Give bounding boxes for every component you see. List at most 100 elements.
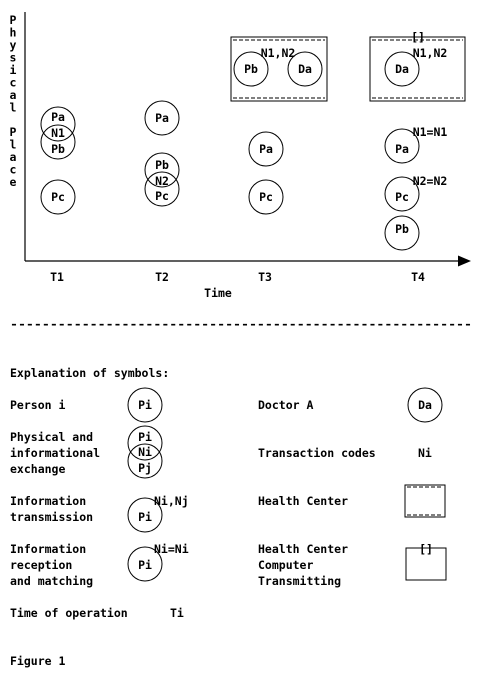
tick-t2: T2 [155,270,169,284]
column-t1: Pa N1 Pb Pc [40,106,76,215]
person-a-label: Pa [51,110,65,124]
person-a-label: Pa [395,142,409,156]
person-a-label: Pa [259,142,273,156]
person-b-label: Pb [395,222,409,236]
legend-transmission-circle [127,497,163,533]
person-a-circle [40,106,76,142]
x-axis-label: Time [204,286,232,300]
person-c-circle [144,171,180,207]
legend-exchange-label-2: informational [10,446,100,460]
tick-t4: T4 [411,270,425,284]
legend-doctor-symbol: Da [418,398,432,412]
doctor-a-circle [287,51,323,87]
legend-doctor-circle [407,387,443,423]
codes-label: N1,N2 [261,46,296,60]
person-c-label: Pc [395,190,409,204]
person-c-circle [248,179,284,215]
divider-line: ----------------------------------------… [10,317,472,331]
person-c-label: Pc [259,190,273,204]
tick-t3: T3 [258,270,272,284]
computer-mark: [] [411,30,425,44]
person-c-circle [384,176,420,212]
legend-hc-computer-box [405,547,447,581]
y-axis-label-char: e [10,175,17,189]
legend-reception-label-2: reception [10,558,72,572]
codes-label: N1,N2 [413,46,448,60]
person-b-label: Pb [51,142,65,156]
y-axis-label-char: l [10,138,17,152]
doctor-a-label: Da [298,62,312,76]
legend-doctor-label: Doctor A [258,398,313,412]
legend: Explanation of symbols: Person i Pi Doct… [10,366,447,620]
y-axis-label-char: c [10,163,17,177]
y-axis-label-char: P [10,13,17,27]
person-b-circle [384,215,420,251]
legend-exchange-bottom: Pj [138,461,152,475]
legend-health-center-box [404,484,446,518]
person-b-circle [233,51,269,87]
column-t4: [] N1,N2 Da N1=N1 Pa N2=N2 Pc Pb [369,30,466,251]
y-axis-label-char: h [10,26,17,40]
legend-exchange-circle-top [127,425,163,461]
person-c-label: Pc [51,190,65,204]
person-a-circle [384,128,420,164]
y-axis-label-char: a [10,88,17,102]
match-n1-label: N1=N1 [413,125,448,139]
figure-caption: Figure 1 [10,654,65,668]
legend-exchange-label-3: exchange [10,462,65,476]
person-a-label: Pa [155,111,169,125]
legend-hc-computer-label-2: Computer [258,558,313,572]
legend-transmission-label-1: Information [10,494,86,508]
person-a-circle [248,131,284,167]
column-t2: Pa Pb N2 Pc [144,100,180,207]
legend-reception-symbol: Pi [138,558,152,572]
person-a-circle [144,100,180,136]
code-n2-label: N2 [155,174,169,188]
health-center-computer-box [369,36,466,102]
legend-reception-circle [127,546,163,582]
legend-reception-code: Ni=Ni [154,542,189,556]
legend-transmission-code: Ni,Nj [154,494,189,508]
legend-hc-computer-label-1: Health Center [258,542,348,556]
legend-exchange-label-1: Physical and [10,430,93,444]
person-b-label: Pb [155,158,169,172]
legend-time-label: Time of operation [10,606,128,620]
tick-t1: T1 [50,270,64,284]
doctor-a-circle [384,51,420,87]
column-t3: N1,N2 Pb Da Pa Pc [230,36,328,215]
person-b-label: Pb [244,62,258,76]
legend-codes-symbol: Ni [418,446,432,460]
person-c-label: Pc [155,189,169,203]
doctor-a-label: Da [395,62,409,76]
legend-hc-computer-mark: [] [419,542,433,556]
axes [24,12,471,267]
legend-health-center-label: Health Center [258,494,348,508]
y-axis-label-char: l [10,101,17,115]
legend-person-circle [127,387,163,423]
person-b-circle [40,124,76,160]
y-axis-label-char: i [10,63,17,77]
legend-codes-label: Transaction codes [258,446,376,460]
legend-person-label: Person i [10,398,65,412]
x-axis-arrowhead [458,255,471,267]
legend-reception-label-3: and matching [10,574,93,588]
legend-exchange-circle-bottom [127,443,163,479]
legend-heading: Explanation of symbols: [10,366,169,380]
legend-exchange-top: Pi [138,430,152,444]
legend-exchange-mid: Ni [138,445,152,459]
legend-person-symbol: Pi [138,398,152,412]
legend-hc-computer-label-3: Transmitting [258,574,341,588]
y-axis-label-char: c [10,76,17,90]
y-axis-label-char: s [10,51,17,65]
legend-transmission-symbol: Pi [138,510,152,524]
y-axis-label-char: P [10,125,17,139]
person-c-circle [40,179,76,215]
health-center-box [230,36,328,102]
code-n1-label: N1 [51,126,65,140]
person-b-circle [144,152,180,188]
legend-transmission-label-2: transmission [10,510,93,524]
match-n2-label: N2=N2 [413,174,448,188]
y-axis-label-char: y [10,38,17,52]
